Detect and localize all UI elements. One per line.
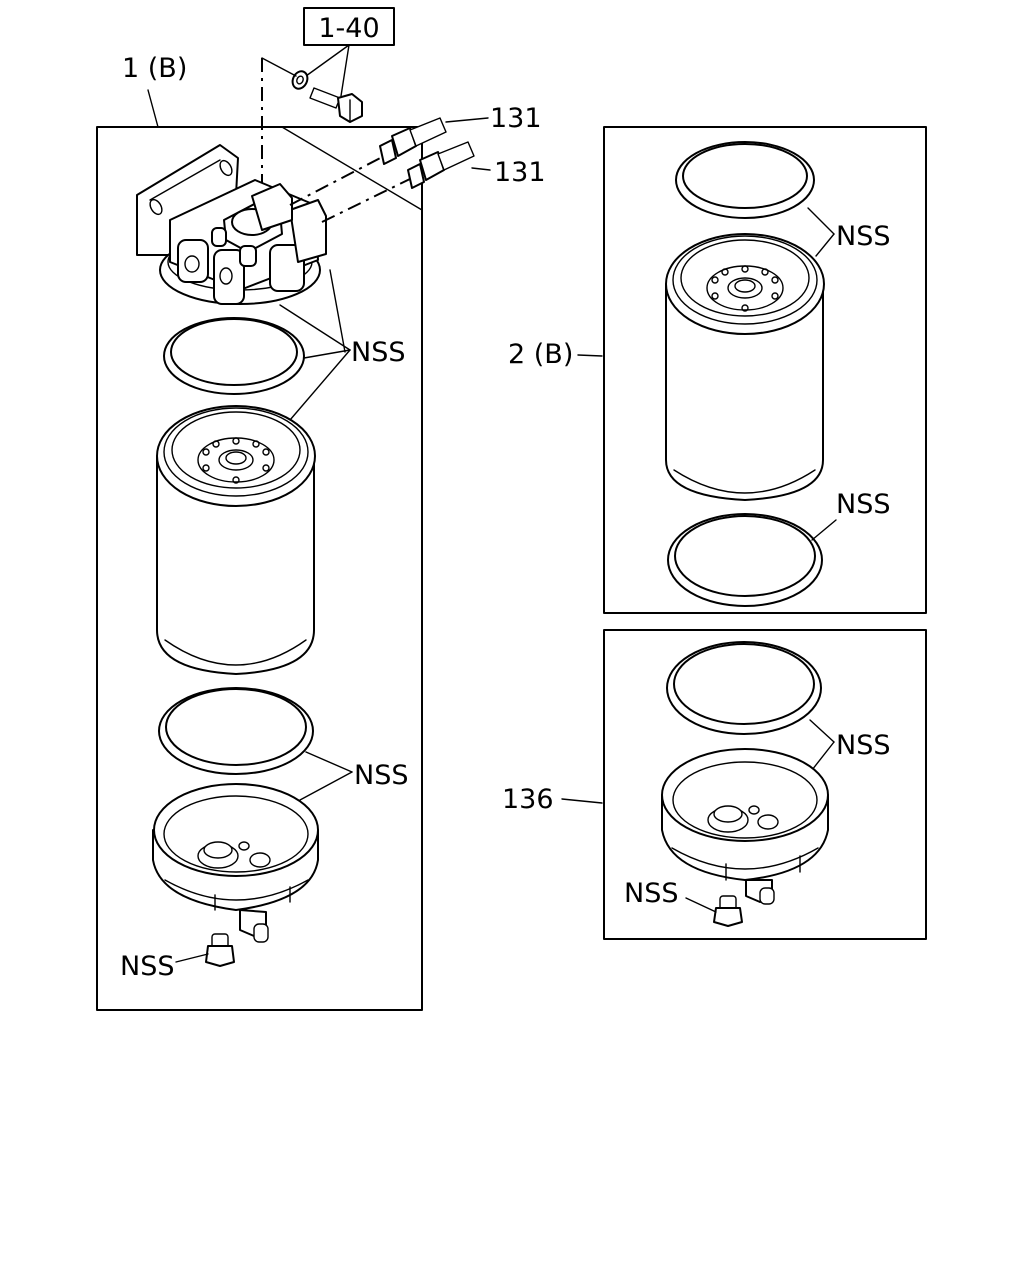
assembly-2-label: 2 (B) [508, 339, 573, 370]
connector-131-upper [379, 117, 447, 165]
ref-box-label: 1-40 [318, 13, 379, 44]
bowl-1 [152, 783, 319, 943]
bowl-136 [661, 748, 829, 905]
assembly-1-label: 1 (B) [122, 53, 187, 84]
washer [291, 70, 309, 90]
drain-plug-136 [713, 895, 743, 927]
gasket-lower-2 [667, 513, 823, 607]
drain-plug-1 [205, 933, 235, 967]
nss-label-6: NSS [836, 730, 890, 761]
nss-label-3: NSS [120, 951, 174, 982]
part-136-label: 136 [502, 784, 554, 815]
connector-131-lower [407, 141, 475, 189]
part-131-label-a: 131 [490, 103, 542, 134]
part-131-label-b: 131 [494, 157, 546, 188]
filter-head [136, 144, 327, 305]
frame-part-136 [603, 629, 927, 940]
nss-label-1: NSS [351, 337, 405, 368]
nss-label-2: NSS [354, 760, 408, 791]
filter-element-1 [156, 405, 316, 675]
bolt [309, 87, 363, 123]
filter-element-2 [665, 233, 825, 501]
frame-assembly-1 [96, 126, 423, 1011]
nss-label-4: NSS [836, 221, 890, 252]
nss-label-7: NSS [624, 878, 678, 909]
nss-label-5: NSS [836, 489, 890, 520]
frame-assembly-2 [603, 126, 927, 614]
gasket-lower-1 [158, 687, 314, 775]
gasket-upper-1 [163, 317, 305, 395]
gasket-upper-2 [675, 141, 815, 219]
gasket-136 [666, 641, 822, 735]
